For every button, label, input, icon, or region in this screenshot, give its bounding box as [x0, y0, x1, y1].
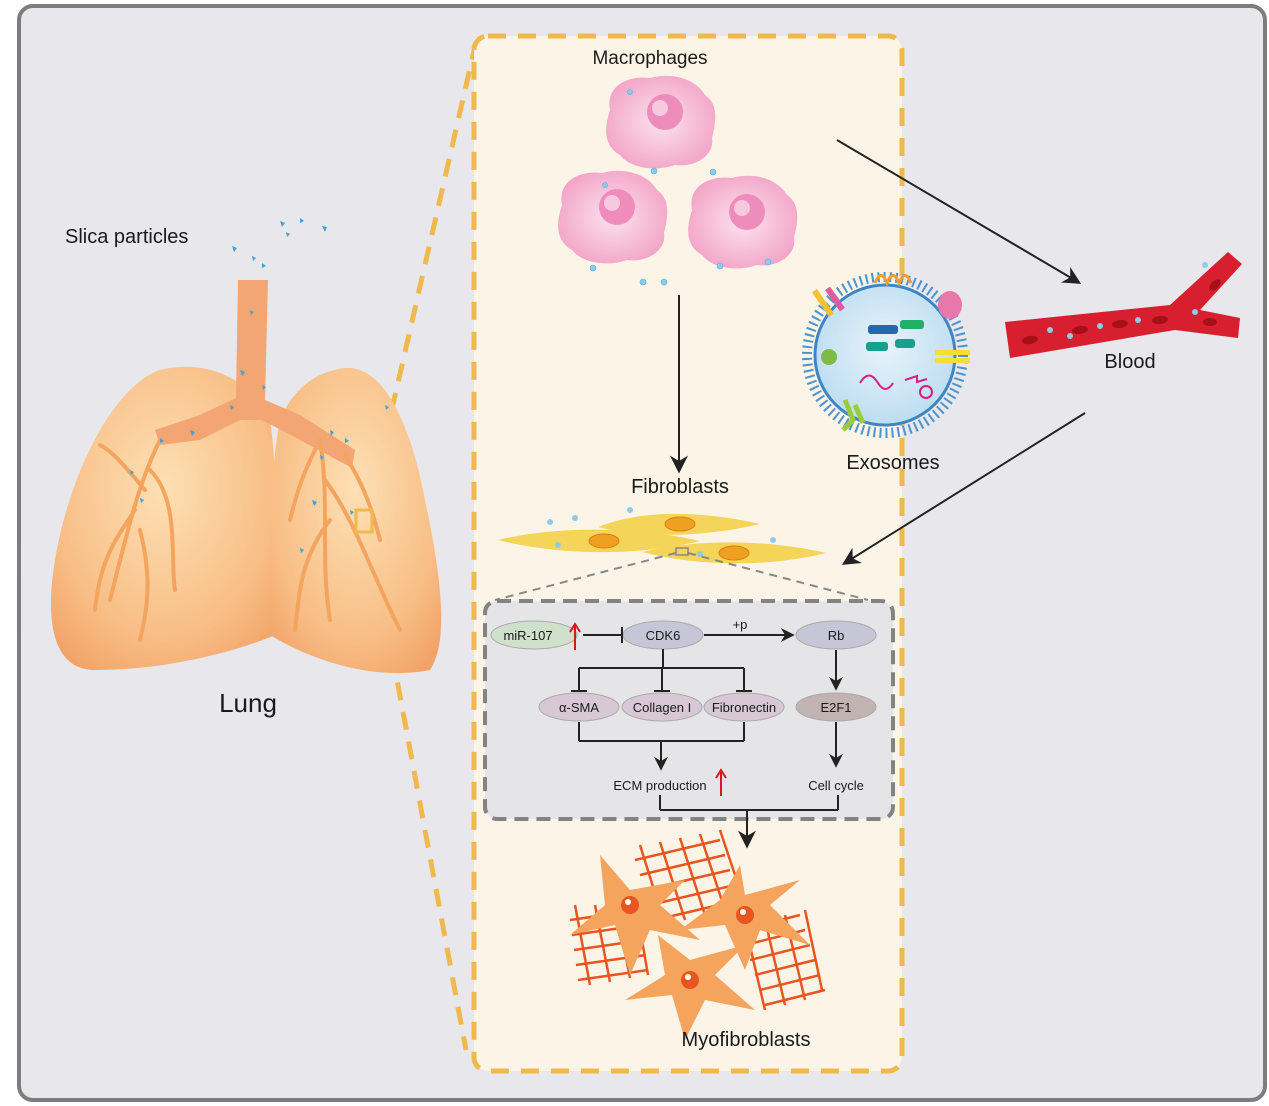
up-arrow-icon: [569, 622, 581, 650]
macrophage: [688, 175, 798, 269]
fibroblasts-label: Fibroblasts: [631, 476, 729, 498]
exosome-illustration: [802, 272, 970, 438]
node-rb: Rb: [828, 628, 845, 643]
exosomes-label: Exosomes: [846, 452, 939, 474]
zoom-region-marker: [354, 508, 374, 534]
myofibroblast-illustration: [569, 829, 826, 1040]
macrophage: [606, 75, 716, 169]
node-mir107: miR-107: [503, 628, 552, 643]
trachea: [155, 280, 355, 468]
node-ecm-production: ECM production: [613, 778, 706, 793]
fibroblast-cells: [498, 507, 826, 564]
silica-particles: [130, 218, 389, 553]
arrow-blood-to-fibroblasts: [841, 412, 1086, 565]
lung-illustration: [50, 280, 442, 674]
node-fibronectin: Fibronectin: [712, 700, 776, 715]
up-arrow-icon: [715, 768, 727, 796]
macrophage: [558, 170, 668, 264]
node-collagen: Collagen I: [633, 700, 692, 715]
blood-label: Blood: [1104, 351, 1155, 373]
macrophage-cells: [558, 75, 798, 286]
blood-vessel: [1005, 252, 1242, 358]
macrophages-label: Macrophages: [592, 48, 707, 69]
lung-label: Lung: [219, 688, 277, 718]
left-lung: [50, 366, 276, 670]
node-cdk6: CDK6: [646, 628, 681, 643]
node-cell-cycle: Cell cycle: [808, 778, 864, 793]
arrow-macrophages-to-blood: [836, 139, 1082, 284]
silica-label: Slica particles: [65, 226, 188, 248]
myofibroblasts-label: Myofibroblasts: [682, 1029, 811, 1051]
label-phosphorylation: +p: [733, 617, 748, 632]
node-asma: α-SMA: [559, 700, 599, 715]
pathway-diagram: miR-107 CDK6 Rb α-SMA Collagen I Fibrone…: [490, 617, 877, 849]
node-e2f1: E2F1: [820, 700, 851, 715]
pathway-zoom-lines: [494, 552, 869, 601]
